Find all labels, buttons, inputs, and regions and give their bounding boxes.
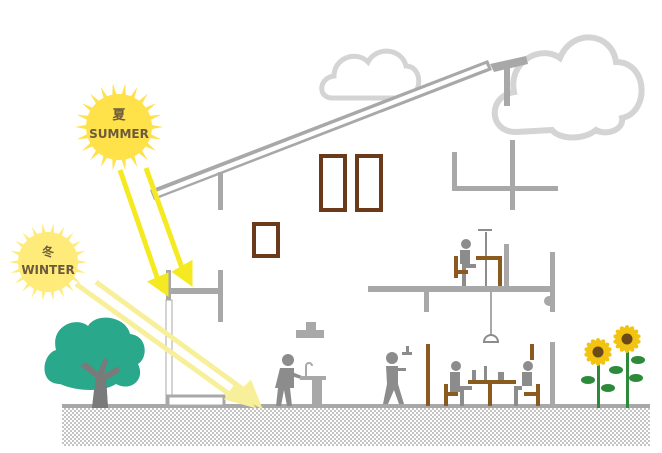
summer-sun-rays xyxy=(117,167,193,297)
person-icon xyxy=(450,361,472,406)
cloud-icon xyxy=(491,34,645,141)
summer-kanji-label: 夏 xyxy=(111,108,126,123)
person-icon xyxy=(460,239,476,286)
winter-sun-icon: 冬 WINTER xyxy=(9,223,87,301)
kitchen-counter xyxy=(300,362,326,406)
winter-label: WINTER xyxy=(21,263,74,277)
winter-sun-rays xyxy=(74,279,263,410)
ground xyxy=(62,406,650,446)
pendant-lamp-icon xyxy=(482,292,500,343)
person-icon xyxy=(514,361,533,406)
desk xyxy=(454,256,502,286)
cloud-icon xyxy=(319,48,422,101)
ground-line xyxy=(62,404,650,408)
person-icon xyxy=(275,354,302,406)
sunflower-icon xyxy=(609,325,645,408)
person-icon xyxy=(383,346,412,404)
sunflower-icon xyxy=(581,338,615,408)
roof xyxy=(150,56,528,200)
tree-icon xyxy=(44,317,145,408)
range-hood xyxy=(296,322,324,338)
summer-label: SUMMER xyxy=(89,127,149,141)
dining-set xyxy=(426,344,540,406)
summer-sun-icon: 夏 SUMMER xyxy=(75,83,163,171)
winter-kanji-label: 冬 xyxy=(42,244,54,259)
window xyxy=(252,154,383,258)
